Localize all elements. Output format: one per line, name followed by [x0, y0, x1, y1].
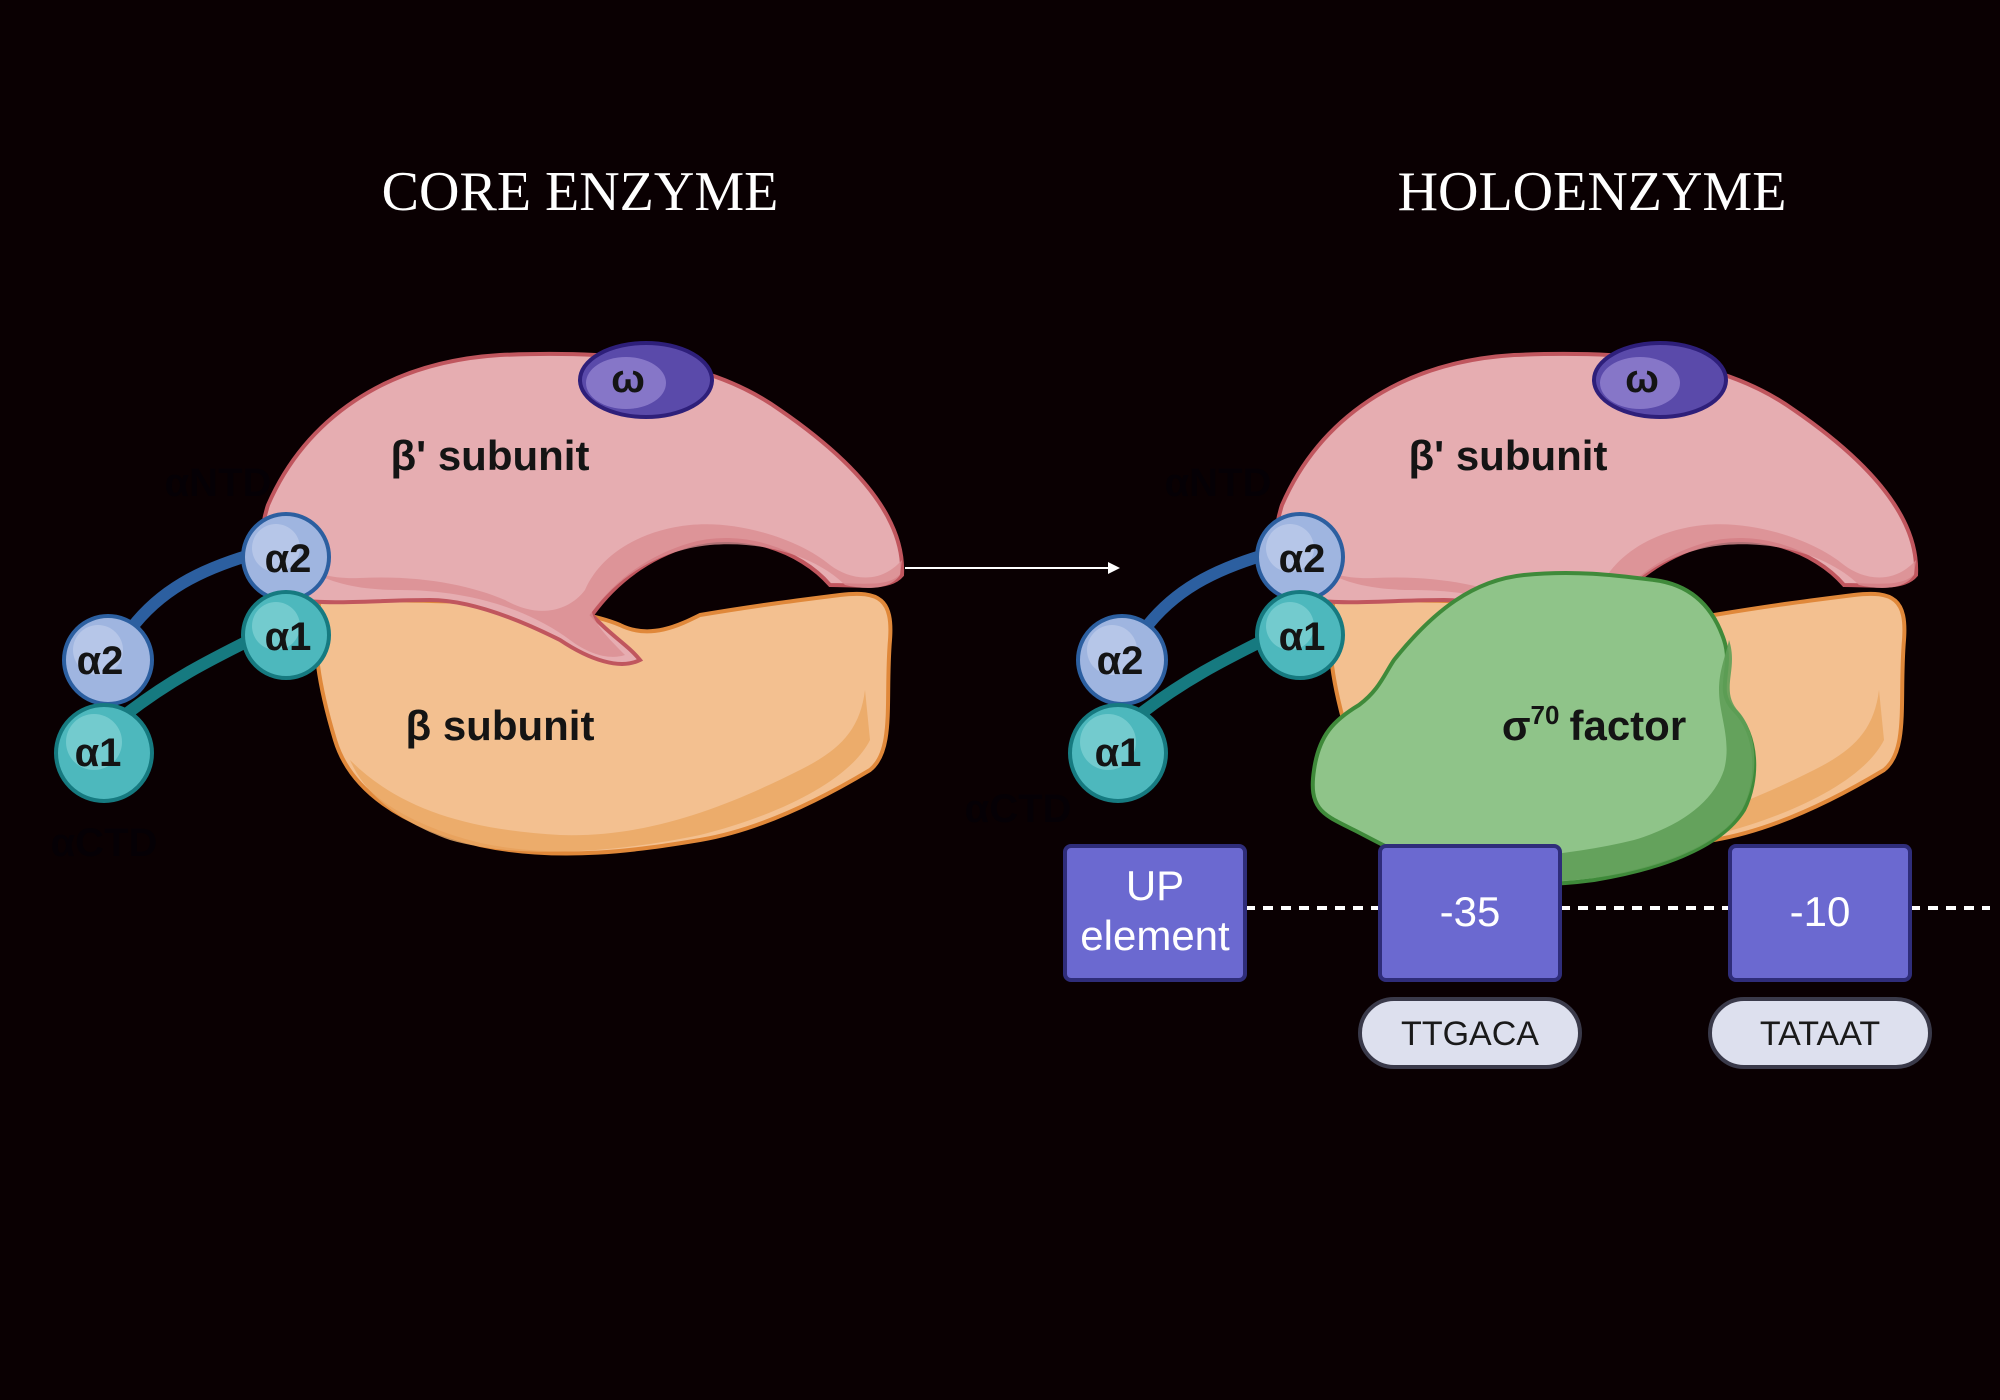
core-alpha1-ctd: α1 — [54, 703, 154, 803]
holo-alpha2-ctd-label: α2 — [1097, 639, 1144, 683]
promoter-dna: UP element -35 -10 TTGACA TATAAT — [1063, 844, 1990, 1069]
holo-alpha2-ctd: α2 — [1076, 614, 1168, 706]
holo-omega-label: ω — [1625, 357, 1659, 401]
seq10-label: TATAAT — [1760, 1015, 1880, 1053]
core-omega-subunit: ω — [578, 341, 714, 419]
core-beta-prime-label: β' subunit — [391, 432, 590, 479]
seq10-pill: TATAAT — [1708, 997, 1932, 1069]
core-alpha2-ntd: α2 — [241, 512, 331, 602]
holo-antd-label: αNTD — [1165, 461, 1272, 505]
sigma-factor-word: factor — [1569, 702, 1686, 749]
core-alpha1-ntd: α1 — [241, 590, 331, 680]
minus35-box: -35 — [1378, 844, 1562, 982]
holo-alpha2-ntd-label: α2 — [1279, 537, 1326, 581]
minus10-label: -10 — [1790, 888, 1851, 935]
seq35-pill: TTGACA — [1358, 997, 1582, 1069]
core-actd-label: αCTD — [51, 821, 158, 865]
holo-actd-label: αCTD — [965, 787, 1072, 831]
core-enzyme: ω β' subunit β subunit αNTD αCTD α2 α1 α… — [51, 341, 905, 865]
holo-beta-prime-label: β' subunit — [1409, 432, 1608, 479]
sigma-superscript: 70 — [1531, 700, 1560, 730]
minus35-label: -35 — [1440, 888, 1501, 935]
sigma70-factor: σ70 factor — [1310, 570, 1757, 887]
core-alpha1-linker — [119, 634, 256, 721]
sigma-symbol: σ — [1502, 702, 1531, 749]
core-alpha1-ntd-label: α1 — [265, 615, 312, 659]
core-antd-label: αNTD — [165, 461, 272, 505]
holo-alpha1-ctd-label: α1 — [1095, 731, 1142, 775]
core-omega-label: ω — [611, 357, 645, 401]
core-alpha2-ctd-label: α2 — [77, 639, 124, 683]
holo-alpha1-ctd: α1 — [1068, 703, 1168, 803]
core-alpha1-ctd-label: α1 — [75, 731, 122, 775]
core-alpha2-ctd: α2 — [62, 614, 154, 706]
holoenzyme-title: HOLOENZYME — [1398, 161, 1787, 223]
minus10-box: -10 — [1728, 844, 1912, 982]
core-alpha2-ntd-label: α2 — [265, 537, 312, 581]
up-element-box: UP element — [1063, 844, 1247, 982]
core-beta-subunit — [314, 591, 893, 856]
holo-alpha1-linker — [1133, 634, 1270, 721]
up-element-line1: UP — [1126, 862, 1184, 909]
sigma70-label: σ70 factor — [1502, 700, 1686, 749]
holo-omega-subunit: ω — [1592, 341, 1728, 419]
holo-alpha2-linker — [1138, 549, 1270, 636]
holo-alpha1-ntd-label: α1 — [1279, 615, 1326, 659]
holo-alpha2-ntd: α2 — [1255, 512, 1345, 602]
core-alpha2-linker — [124, 549, 256, 636]
seq35-label: TTGACA — [1401, 1015, 1539, 1053]
holo-alpha1-ntd: α1 — [1255, 590, 1345, 680]
core-enzyme-title: CORE ENZYME — [382, 161, 779, 223]
core-beta-label: β subunit — [406, 702, 595, 749]
up-element-line2: element — [1080, 912, 1230, 959]
